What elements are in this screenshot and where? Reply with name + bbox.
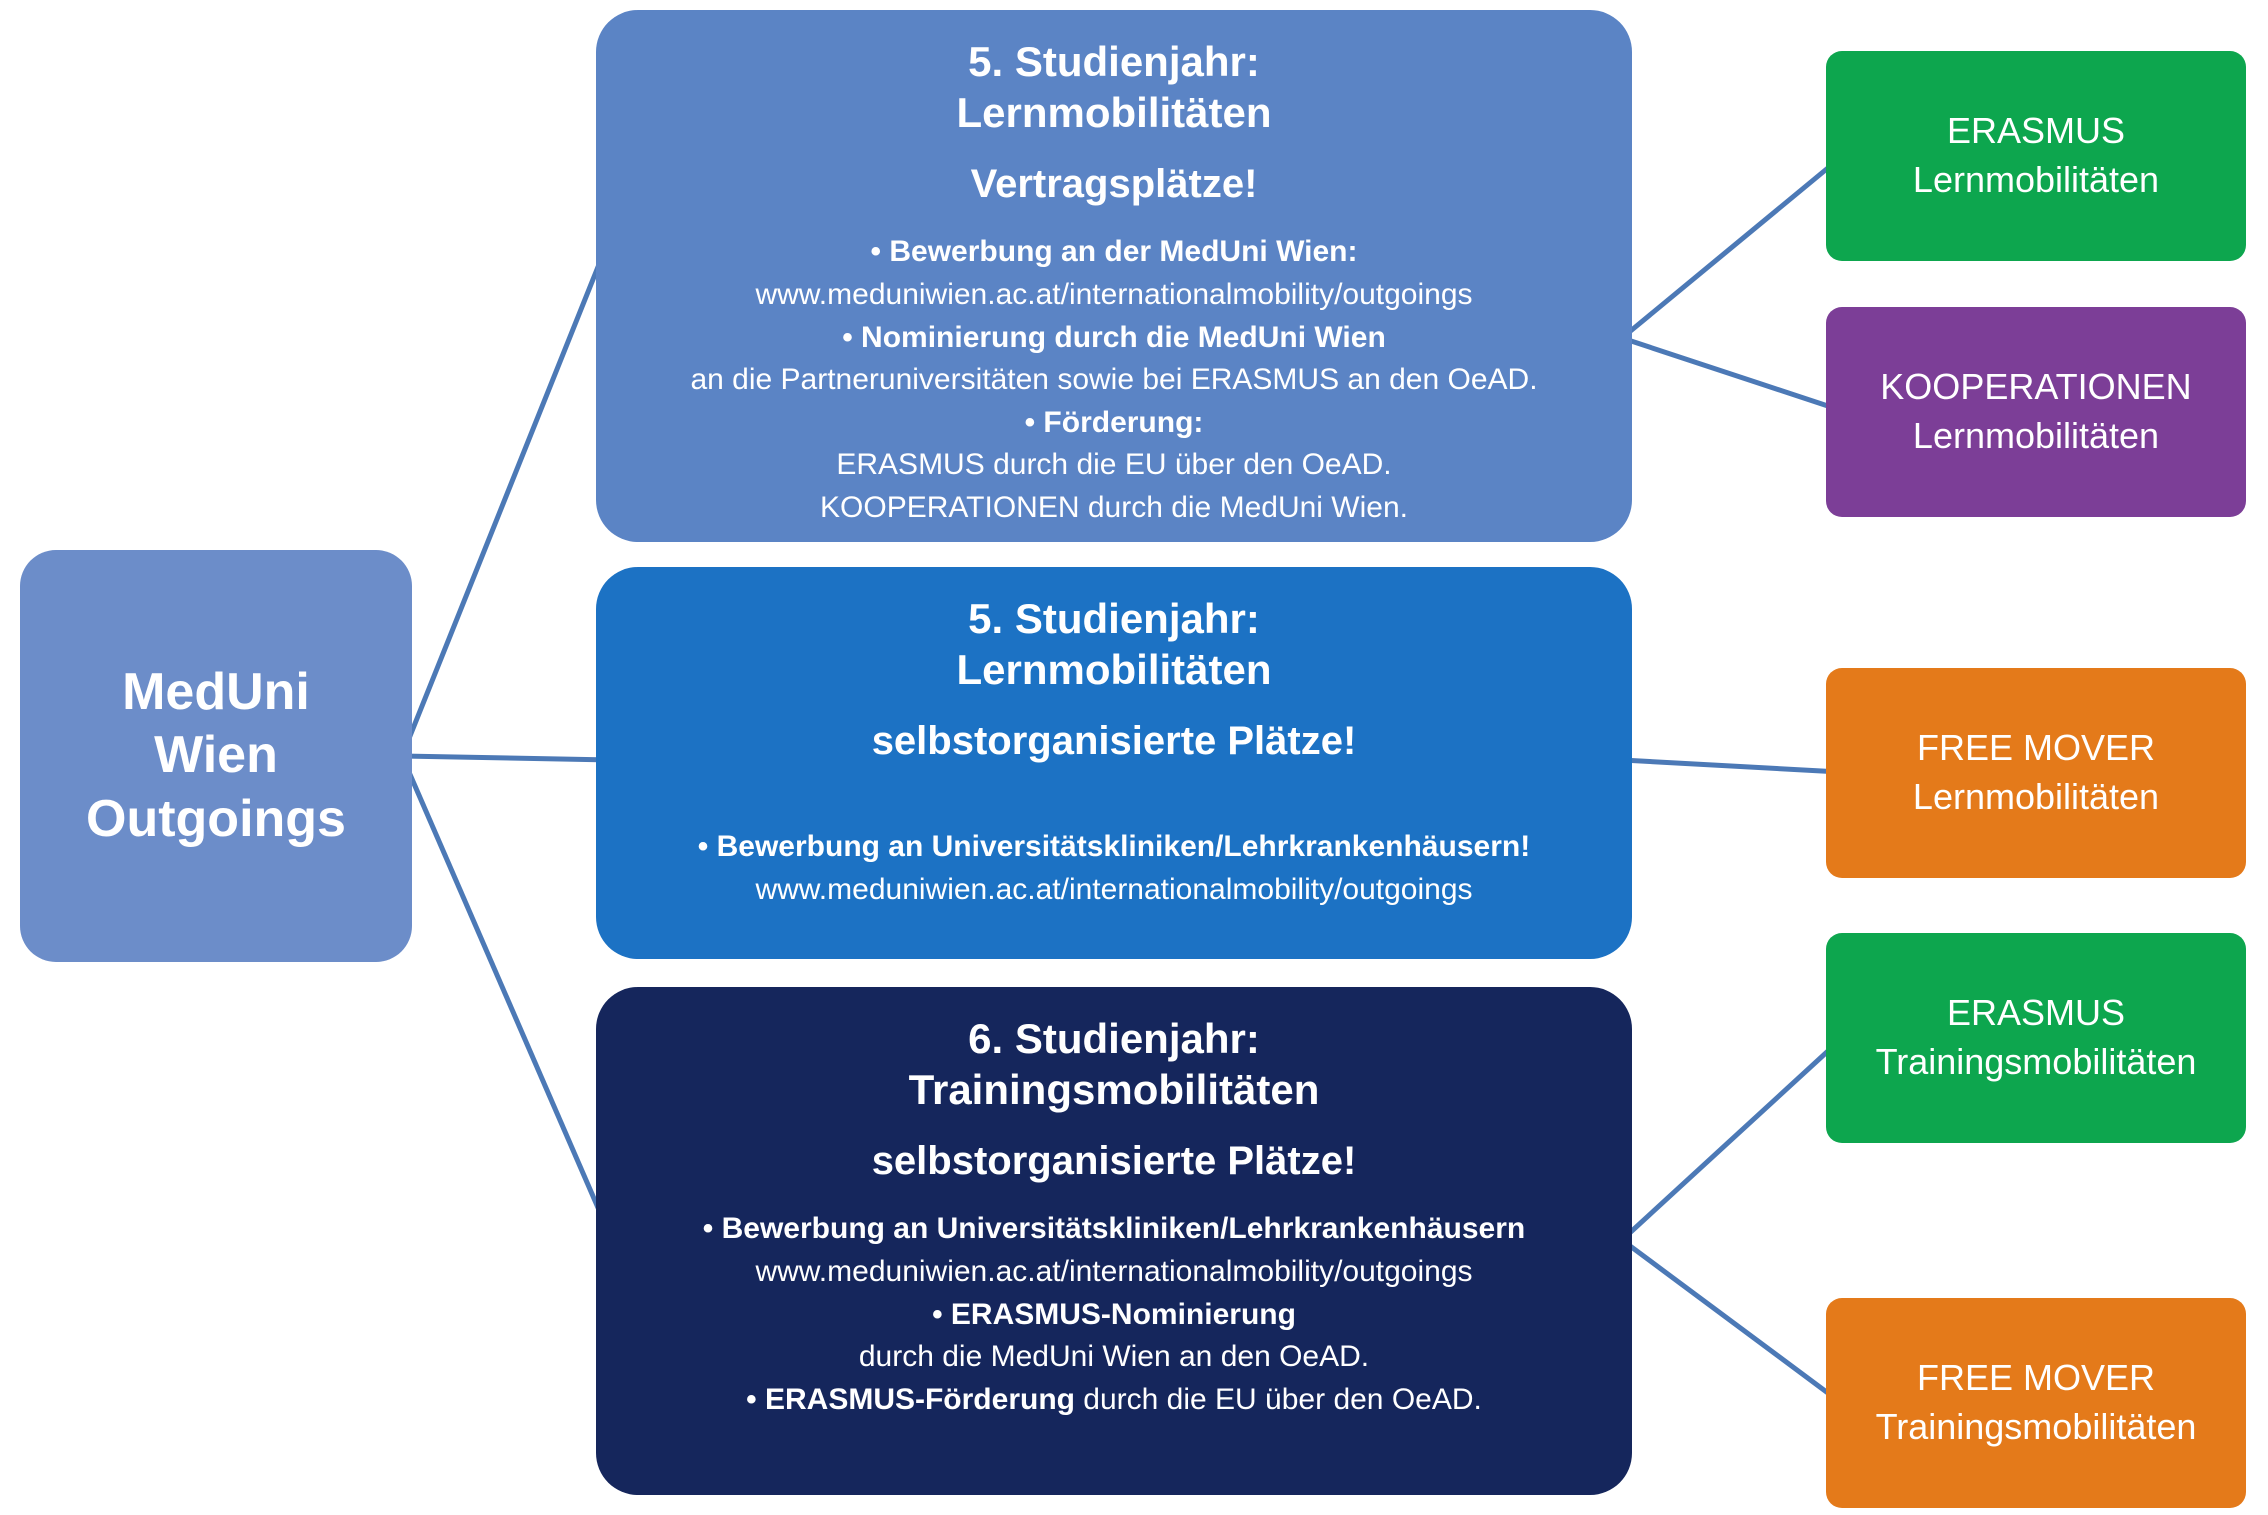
box-title: 6. Studienjahr: Trainingsmobilitäten <box>908 1015 1320 1114</box>
connector-training-to-freemover-training <box>1620 1237 1842 1405</box>
body-line-normal-part: durch die EU über den OeAD. <box>1074 1382 1482 1416</box>
body-line: • Bewerbung an Universitätskliniken/Lehr… <box>697 830 1531 864</box>
body-line-url: www.meduniwien.ac.at/internationalmobili… <box>755 278 1473 312</box>
connector-root-to-vertrag <box>399 231 615 757</box>
connector-vertrag-to-erasmus-lern <box>1620 156 1842 340</box>
box-subtitle: selbstorganisierte Plätze! <box>871 719 1357 764</box>
connector-selbst-to-freemover-lern <box>1621 757 1841 775</box>
connector-root-to-training <box>399 755 615 1241</box>
leaf-label-line1: ERASMUS <box>1946 992 2126 1034</box>
body-line-url: www.meduniwien.ac.at/internationalmobili… <box>755 873 1473 907</box>
box-title: 5. Studienjahr: Lernmobilitäten <box>956 38 1272 137</box>
body-line: ERASMUS durch die EU über den OeAD. <box>836 448 1392 482</box>
box-subtitle: Vertragsplätze! <box>970 162 1258 207</box>
leaf-label-line1: KOOPERATIONEN <box>1880 366 2192 408</box>
box-6-studienjahr-trainingsmobilitaeten: 6. Studienjahr: Trainingsmobilitäten sel… <box>596 987 1632 1495</box>
connector-training-to-erasmus-training <box>1620 1038 1842 1242</box>
leaf-label-line2: Trainingsmobilitäten <box>1875 1041 2197 1082</box>
leaf-label-line2: Trainingsmobilitäten <box>1875 1406 2197 1447</box>
root-box-meduni-wien-outgoings: MedUni Wien Outgoings <box>20 550 412 962</box>
node-free-mover-trainingsmobilitaeten: FREE MOVER Trainingsmobilitäten <box>1826 1298 2246 1508</box>
body-line: • Nominierung durch die MedUni Wien <box>842 320 1386 354</box>
leaf-label-line1: FREE MOVER <box>1916 727 2156 769</box>
leaf-label-line2: Lernmobilitäten <box>1912 776 2160 817</box>
leaf-label-line1: ERASMUS <box>1946 110 2126 152</box>
node-kooperationen-lernmobilitaeten: KOOPERATIONEN Lernmobilitäten <box>1826 307 2246 517</box>
body-line: • Förderung: <box>1024 405 1204 439</box>
body-line-bold-part: • ERASMUS-Förderung <box>746 1382 1075 1416</box>
body-line: an die Partneruniversitäten sowie bei ER… <box>690 363 1538 397</box>
leaf-label-line1: FREE MOVER <box>1916 1357 2156 1399</box>
leaf-label-line2: Lernmobilitäten <box>1912 415 2160 456</box>
node-erasmus-lernmobilitaeten: ERASMUS Lernmobilitäten <box>1826 51 2246 261</box>
box-5-studienjahr-selbstorganisiert: 5. Studienjahr: Lernmobilitäten selbstor… <box>596 567 1632 959</box>
box-subtitle: selbstorganisierte Plätze! <box>871 1139 1357 1184</box>
leaf-label-line2: Lernmobilitäten <box>1912 159 2160 200</box>
body-line: KOOPERATIONEN durch die MedUni Wien. <box>820 491 1408 525</box>
body-line-url: www.meduniwien.ac.at/internationalmobili… <box>755 1255 1473 1289</box>
body-line: durch die MedUni Wien an den OeAD. <box>858 1340 1370 1374</box>
box-body: • Bewerbung an Universitätskliniken/Lehr… <box>636 1208 1592 1421</box>
connector-vertrag-to-kooperationen <box>1621 335 1841 413</box>
node-free-mover-lernmobilitaeten: FREE MOVER Lernmobilitäten <box>1826 668 2246 878</box>
box-body: • Bewerbung an der MedUni Wien: www.medu… <box>636 231 1592 529</box>
node-erasmus-trainingsmobilitaeten: ERASMUS Trainingsmobilitäten <box>1826 933 2246 1143</box>
box-title: 5. Studienjahr: Lernmobilitäten <box>956 595 1272 694</box>
box-5-studienjahr-vertragsplaetze: 5. Studienjahr: Lernmobilitäten Vertrags… <box>596 10 1632 542</box>
connector-root-to-selbst <box>401 753 613 763</box>
body-line: • ERASMUS-Nominierung <box>932 1297 1296 1331</box>
box-body: • Bewerbung an Universitätskliniken/Lehr… <box>636 826 1592 911</box>
body-line: • Bewerbung an der MedUni Wien: <box>870 235 1358 269</box>
body-line: • ERASMUS-Förderung durch die EU über de… <box>636 1379 1592 1422</box>
body-line: • Bewerbung an Universitätskliniken/Lehr… <box>702 1212 1526 1246</box>
